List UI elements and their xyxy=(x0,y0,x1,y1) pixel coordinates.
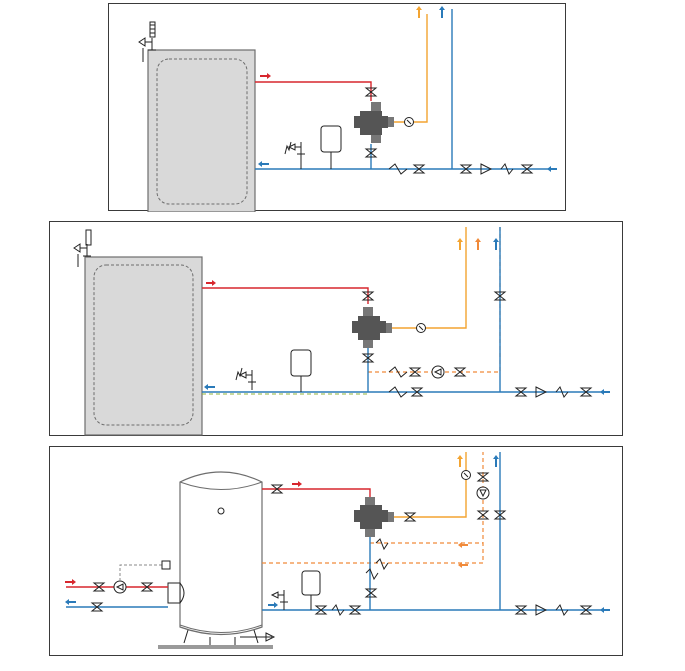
drain-valve-icon xyxy=(265,632,276,642)
panel-3-schematic xyxy=(65,452,610,649)
control-line xyxy=(119,564,162,581)
thermostatic-mixing-valve-icon xyxy=(354,102,394,143)
pressure-reducer-icon xyxy=(555,604,569,616)
relief-valve-icon xyxy=(270,590,288,610)
flow-arrow-icon xyxy=(493,455,499,459)
pressure-reducer-icon xyxy=(500,163,514,175)
mixed-water-pipe xyxy=(388,452,467,518)
strainer-icon xyxy=(535,604,548,616)
flow-arrow-icon xyxy=(267,73,271,79)
hot-water-pipe xyxy=(262,488,371,505)
flow-arrow-icon xyxy=(493,238,499,242)
circulation-pump-icon xyxy=(476,486,490,500)
storage-tank-icon xyxy=(147,49,256,212)
flow-arrow-icon xyxy=(72,579,76,585)
diagram-panel-1 xyxy=(108,3,566,212)
flow-arrow-icon xyxy=(298,481,302,487)
storage-tank-icon xyxy=(158,471,273,649)
panel-1-schematic xyxy=(138,6,557,212)
flow-arrow-icon xyxy=(457,238,463,242)
flow-arrow-icon xyxy=(458,562,462,568)
circulation-pump-icon xyxy=(113,580,127,594)
thermometer-icon xyxy=(73,229,92,267)
ball-valve-icon xyxy=(90,582,154,612)
flow-arrow-icon xyxy=(258,161,262,167)
diagram-panel-2 xyxy=(49,221,623,436)
flow-arrow-icon xyxy=(65,599,69,605)
strainer-icon xyxy=(535,386,548,398)
flow-arrow-icon xyxy=(475,238,481,242)
expansion-vessel-icon xyxy=(301,570,321,610)
pressure-reducer-icon xyxy=(555,386,569,398)
storage-tank-icon xyxy=(84,256,203,436)
expansion-vessel-icon xyxy=(290,349,312,392)
temperature-gauge-icon xyxy=(461,470,471,480)
diagram-panel-3 xyxy=(49,446,623,656)
temperature-gauge-icon xyxy=(404,117,414,127)
check-valve-icon xyxy=(388,366,408,398)
strainer-icon xyxy=(480,163,493,175)
thermostat-icon xyxy=(161,560,171,570)
thermostatic-mixing-valve-icon xyxy=(352,307,392,348)
ball-valve-icon xyxy=(412,164,534,174)
mixed-water-pipe xyxy=(387,14,428,123)
flow-arrow-icon xyxy=(416,6,422,10)
expansion-vessel-icon xyxy=(320,125,342,169)
flow-arrow-icon xyxy=(458,542,462,548)
flow-arrow-icon xyxy=(439,6,445,10)
relief-valve-icon xyxy=(284,141,305,169)
flow-arrow-icon xyxy=(212,280,216,286)
check-valve-icon xyxy=(331,538,389,616)
panel-2-schematic xyxy=(73,227,610,436)
temperature-gauge-icon xyxy=(416,323,426,333)
check-valve-icon xyxy=(388,163,408,175)
flow-arrow-icon xyxy=(600,607,604,613)
ball-valve-icon xyxy=(314,472,593,615)
relief-valve-icon xyxy=(235,367,256,390)
recirculation-pipe xyxy=(368,227,501,373)
ball-valve-icon xyxy=(361,291,507,363)
flow-arrow-icon xyxy=(457,455,463,459)
thermometer-icon xyxy=(138,21,156,62)
hot-water-pipe xyxy=(255,81,372,101)
mixed-water-pipe xyxy=(386,227,467,329)
ball-valve-icon xyxy=(270,484,284,494)
hot-water-pipe xyxy=(202,287,369,304)
ball-valve-icon xyxy=(364,87,378,158)
thermostatic-mixing-valve-icon xyxy=(354,497,394,537)
flow-arrow-icon xyxy=(274,602,278,608)
flow-arrow-icon xyxy=(204,384,208,390)
flow-arrow-icon xyxy=(547,166,551,172)
circulation-pump-icon xyxy=(431,365,445,379)
ball-valve-icon xyxy=(408,367,593,397)
flow-arrow-icon xyxy=(600,389,604,395)
